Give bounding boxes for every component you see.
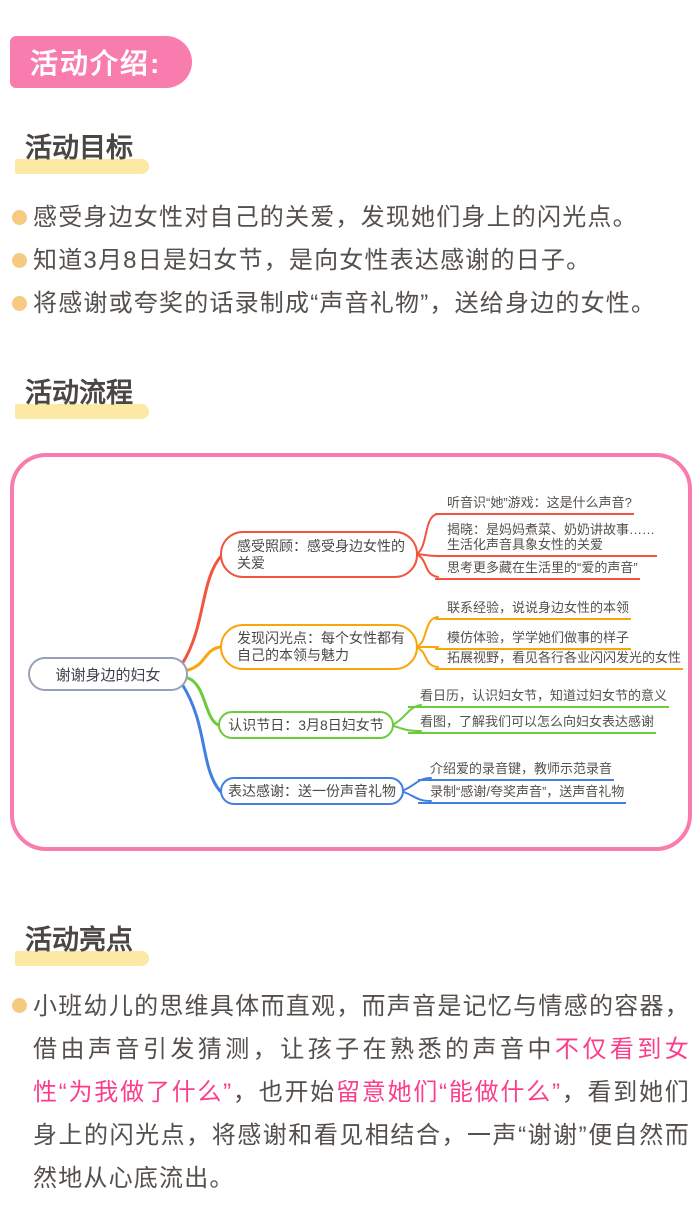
highlights-paragraph: 小班幼儿的思维具体而直观，而声音是记忆与情感的容器，借由声音引发猜测，让孩子在熟… <box>12 985 690 1200</box>
section-heading-highlights: 活动亮点 <box>15 925 149 966</box>
bullet-dot-icon <box>12 998 27 1013</box>
goals-bullet-list: 感受身边女性对自己的关爱，发现她们身上的闪光点。 知道3月8日是妇女节，是向女性… <box>12 196 684 325</box>
highlights-heading-label: 活动亮点 <box>25 925 133 955</box>
paragraph-text: 小班幼儿的思维具体而直观，而声音是记忆与情感的容器，借由声音引发猜测，让孩子在熟… <box>33 993 690 1063</box>
mindmap-leaf: 思考更多藏在生活里的“爱的声音” <box>435 560 640 580</box>
mindmap-root-node: 谢谢身边的妇女 <box>28 657 188 691</box>
mindmap-branch-node: 发现闪光点：每个女性都有 自己的本领与魅力 <box>220 624 418 670</box>
root-node-label: 谢谢身边的妇女 <box>55 666 161 684</box>
highlights-paragraph-block: 小班幼儿的思维具体而直观，而声音是记忆与情感的容器，借由声音引发猜测，让孩子在熟… <box>12 985 690 1200</box>
bullet-text: 将感谢或夸奖的话录制成“声音礼物”，送给身边的女性。 <box>33 290 657 317</box>
intro-badge: 活动介绍: <box>10 36 192 88</box>
mindmap-panel: 谢谢身边的妇女 感受照顾：感受身边女性的 关爱 发现闪光点：每个女性都有 自己的… <box>10 453 692 851</box>
mindmap-branch-node: 感受照顾：感受身边女性的 关爱 <box>220 531 418 578</box>
paragraph-text: ，也开始 <box>232 1079 337 1106</box>
bullet-text: 感受身边女性对自己的关爱，发现她们身上的闪光点。 <box>33 204 638 231</box>
mindmap-leaf: 录制“感谢/夸奖声音”，送声音礼物 <box>418 784 627 804</box>
list-item: 知道3月8日是妇女节，是向女性表达感谢的日子。 <box>12 239 684 282</box>
bullet-text: 知道3月8日是妇女节，是向女性表达感谢的日子。 <box>33 247 592 274</box>
mindmap-leaf: 拓展视野，看见各行各业闪闪发光的女性 <box>435 650 684 670</box>
goals-heading-label: 活动目标 <box>25 133 133 163</box>
flow-heading-label: 活动流程 <box>25 378 133 408</box>
paragraph-text: ，看到她们身上的闪光点，将感谢和看见相结合，一声“谢谢”便自然而然地从心底流出。 <box>33 1079 690 1192</box>
mindmap-leaf: 模仿体验，学学她们做事的样子 <box>435 630 632 650</box>
mindmap-leaf: 介绍爱的录音键，教师示范录音 <box>418 761 615 781</box>
section-heading-flow: 活动流程 <box>15 378 149 419</box>
mindmap-leaf: 揭晓：是妈妈煮菜、奶奶讲故事…… 生活化声音具象女性的关爱 <box>435 522 658 557</box>
bullet-dot-icon <box>12 296 27 311</box>
mindmap-leaf: 看图，了解我们可以怎么向妇女表达感谢 <box>408 714 657 734</box>
section-heading-goals: 活动目标 <box>15 133 149 174</box>
mindmap-leaf: 看日历，认识妇女节，知道过妇女节的意义 <box>408 688 670 708</box>
highlighted-text: 不仅看到女性“为我做了什么” <box>33 1036 690 1106</box>
bullet-dot-icon <box>12 210 27 225</box>
list-item: 将感谢或夸奖的话录制成“声音礼物”，送给身边的女性。 <box>12 282 684 325</box>
list-item: 感受身边女性对自己的关爱，发现她们身上的闪光点。 <box>12 196 684 239</box>
mindmap-leaf: 听音识“她”游戏：这是什么声音? <box>435 495 634 515</box>
paragraph-segments: 小班幼儿的思维具体而直观，而声音是记忆与情感的容器，借由声音引发猜测，让孩子在熟… <box>33 993 690 1192</box>
bullet-dot-icon <box>12 253 27 268</box>
mindmap-branch-node: 表达感谢：送一份声音礼物 <box>220 777 404 805</box>
mindmap-leaf: 联系经验，说说身边女性的本领 <box>435 600 632 620</box>
intro-badge-label: 活动介绍: <box>30 48 162 79</box>
highlighted-text: 留意她们“能做什么” <box>336 1079 562 1106</box>
mindmap-connector-lines <box>180 513 439 802</box>
mindmap-branch-node: 认识节日：3月8日妇女节 <box>218 711 394 739</box>
